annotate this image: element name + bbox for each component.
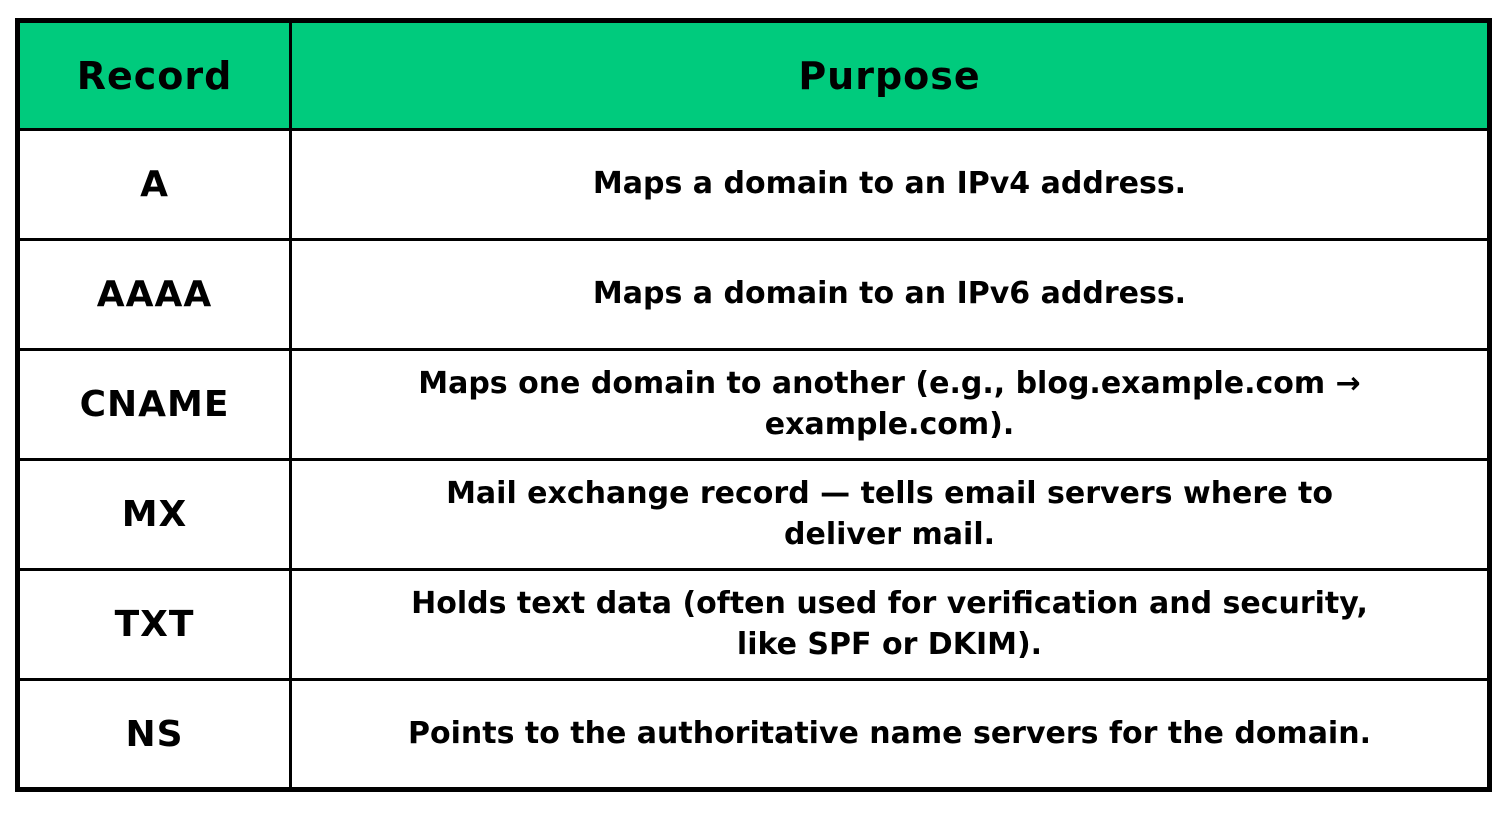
header-row: Record Purpose [16, 19, 1491, 131]
record-cell: MX [16, 458, 292, 571]
purpose-cell: Mail exchange record — tells email serve… [289, 458, 1491, 571]
table-row: NS Points to the authoritative name serv… [16, 678, 1491, 791]
record-cell: AAAA [16, 238, 292, 351]
record-cell: TXT [16, 568, 292, 681]
record-cell: CNAME [16, 348, 292, 461]
table-row: TXT Holds text data (often used for veri… [16, 568, 1491, 681]
table-row: CNAME Maps one domain to another (e.g., … [16, 348, 1491, 461]
purpose-cell: Holds text data (often used for verifica… [289, 568, 1491, 681]
record-cell: A [16, 128, 292, 241]
table-row: AAAA Maps a domain to an IPv6 address. [16, 238, 1491, 351]
table-row: MX Mail exchange record — tells email se… [16, 458, 1491, 571]
record-cell: NS [16, 678, 292, 791]
table-row: A Maps a domain to an IPv4 address. [16, 128, 1491, 241]
purpose-cell: Maps one domain to another (e.g., blog.e… [289, 348, 1491, 461]
table-body: A Maps a domain to an IPv4 address. AAAA… [16, 128, 1491, 791]
header-cell-record: Record [16, 19, 292, 131]
table-header: Record Purpose [16, 19, 1491, 131]
dns-records-table: Record Purpose A Maps a domain to an IPv… [15, 18, 1492, 792]
purpose-cell: Points to the authoritative name servers… [289, 678, 1491, 791]
header-cell-purpose: Purpose [289, 19, 1491, 131]
purpose-cell: Maps a domain to an IPv4 address. [289, 128, 1491, 241]
purpose-cell: Maps a domain to an IPv6 address. [289, 238, 1491, 351]
